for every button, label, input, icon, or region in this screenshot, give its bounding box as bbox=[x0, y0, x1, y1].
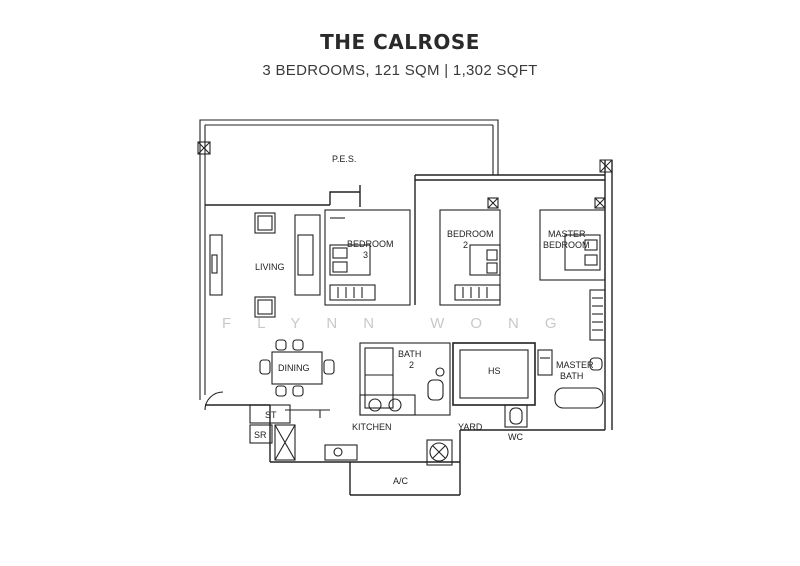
kitchen-zone bbox=[249, 394, 453, 466]
plan-title: THE CALROSE bbox=[320, 30, 480, 54]
label-master-bath-line1: MASTER bbox=[556, 360, 594, 370]
label-hs: HS bbox=[488, 366, 501, 376]
label-yard: YARD bbox=[458, 422, 483, 432]
pes-boundary bbox=[197, 119, 499, 400]
label-bath2-line2: 2 bbox=[409, 360, 414, 370]
bedroom-3-zone bbox=[324, 209, 411, 306]
label-pes: P.E.S. bbox=[332, 154, 356, 164]
label-master-bath-line2: BATH bbox=[560, 371, 583, 381]
label-st: ST bbox=[265, 410, 277, 420]
dining-zone bbox=[204, 339, 335, 411]
room-labels: P.E.S. LIVING BEDROOM 3 BEDROOM 2 MASTER… bbox=[254, 154, 594, 486]
living-zone bbox=[209, 212, 321, 318]
label-living: LIVING bbox=[255, 262, 285, 272]
label-sr: SR bbox=[254, 430, 267, 440]
label-bath2-line1: BATH bbox=[398, 349, 421, 359]
label-kitchen: KITCHEN bbox=[352, 422, 392, 432]
label-master-line1: MASTER bbox=[548, 229, 586, 239]
label-bedroom2-line2: 2 bbox=[463, 240, 468, 250]
service-core bbox=[359, 342, 604, 428]
master-bedroom-zone bbox=[539, 197, 606, 341]
label-bedroom3-line2: 3 bbox=[363, 250, 368, 260]
bedroom-2-zone bbox=[439, 197, 501, 306]
label-ac: A/C bbox=[393, 476, 409, 486]
label-wc: WC bbox=[508, 432, 523, 442]
label-master-line2: BEDROOM bbox=[543, 240, 590, 250]
label-dining: DINING bbox=[278, 363, 310, 373]
label-bedroom3-line1: BEDROOM bbox=[347, 239, 394, 249]
plan-subtitle: 3 BEDROOMS, 121 SQM | 1,302 SQFT bbox=[262, 62, 538, 79]
watermark-text: FLYNN WONG bbox=[222, 315, 583, 332]
label-bedroom2-line1: BEDROOM bbox=[447, 229, 494, 239]
